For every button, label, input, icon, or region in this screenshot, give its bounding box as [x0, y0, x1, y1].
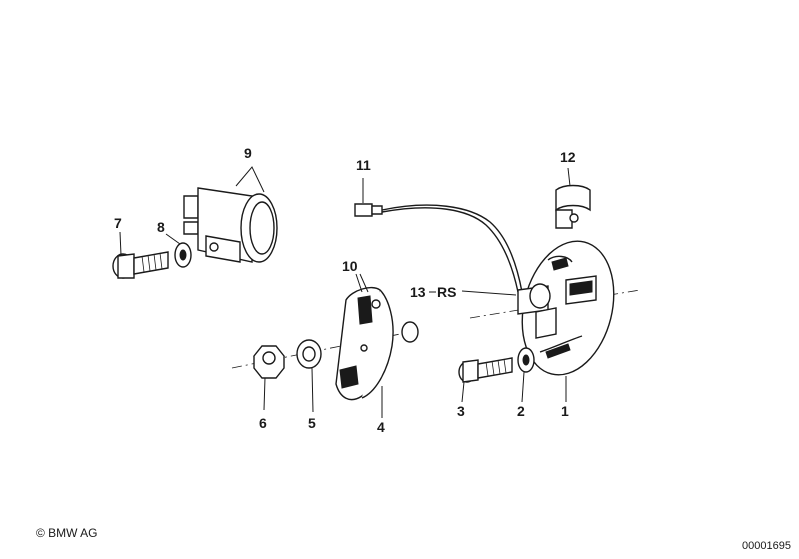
callout-label-13: 13: [410, 284, 426, 300]
callout-label-8: 8: [157, 219, 165, 235]
capacitor-part-9[interactable]: [183, 166, 278, 263]
callout-label-10: 10: [342, 258, 358, 274]
copyright-notice: © BMW AG: [36, 526, 98, 540]
callout-label-2: 2: [517, 403, 525, 419]
washer-part-8[interactable]: [165, 233, 192, 268]
callout-label-11: 11: [356, 157, 371, 173]
bracket-part-12[interactable]: [555, 167, 591, 229]
advance-plate-part-4[interactable]: [335, 273, 419, 418]
callout-label-12: 12: [560, 149, 576, 165]
callout-label-3: 3: [457, 403, 465, 419]
wire-part-11[interactable]: [354, 178, 523, 293]
callout-label-4: 4: [377, 419, 385, 435]
bolt-part-7[interactable]: [112, 231, 169, 279]
callout-label-6: 6: [259, 415, 267, 431]
callout-label-7: 7: [114, 215, 122, 231]
callout-label-1: 1: [561, 403, 569, 419]
diagram-reference-number: 00001695: [742, 540, 791, 552]
washer-part-5[interactable]: [296, 339, 322, 413]
breaker-plate-part-1[interactable]: [509, 231, 627, 402]
center-axis-left: [231, 329, 421, 369]
callout-label-rs: RS: [437, 284, 456, 300]
nut-part-6[interactable]: [253, 345, 285, 411]
washer-part-2[interactable]: [517, 347, 535, 403]
callout-label-9: 9: [244, 145, 252, 161]
screw-part-3[interactable]: [458, 357, 513, 403]
callout-label-5: 5: [308, 415, 316, 431]
contact-set-part-13[interactable]: [461, 275, 597, 339]
